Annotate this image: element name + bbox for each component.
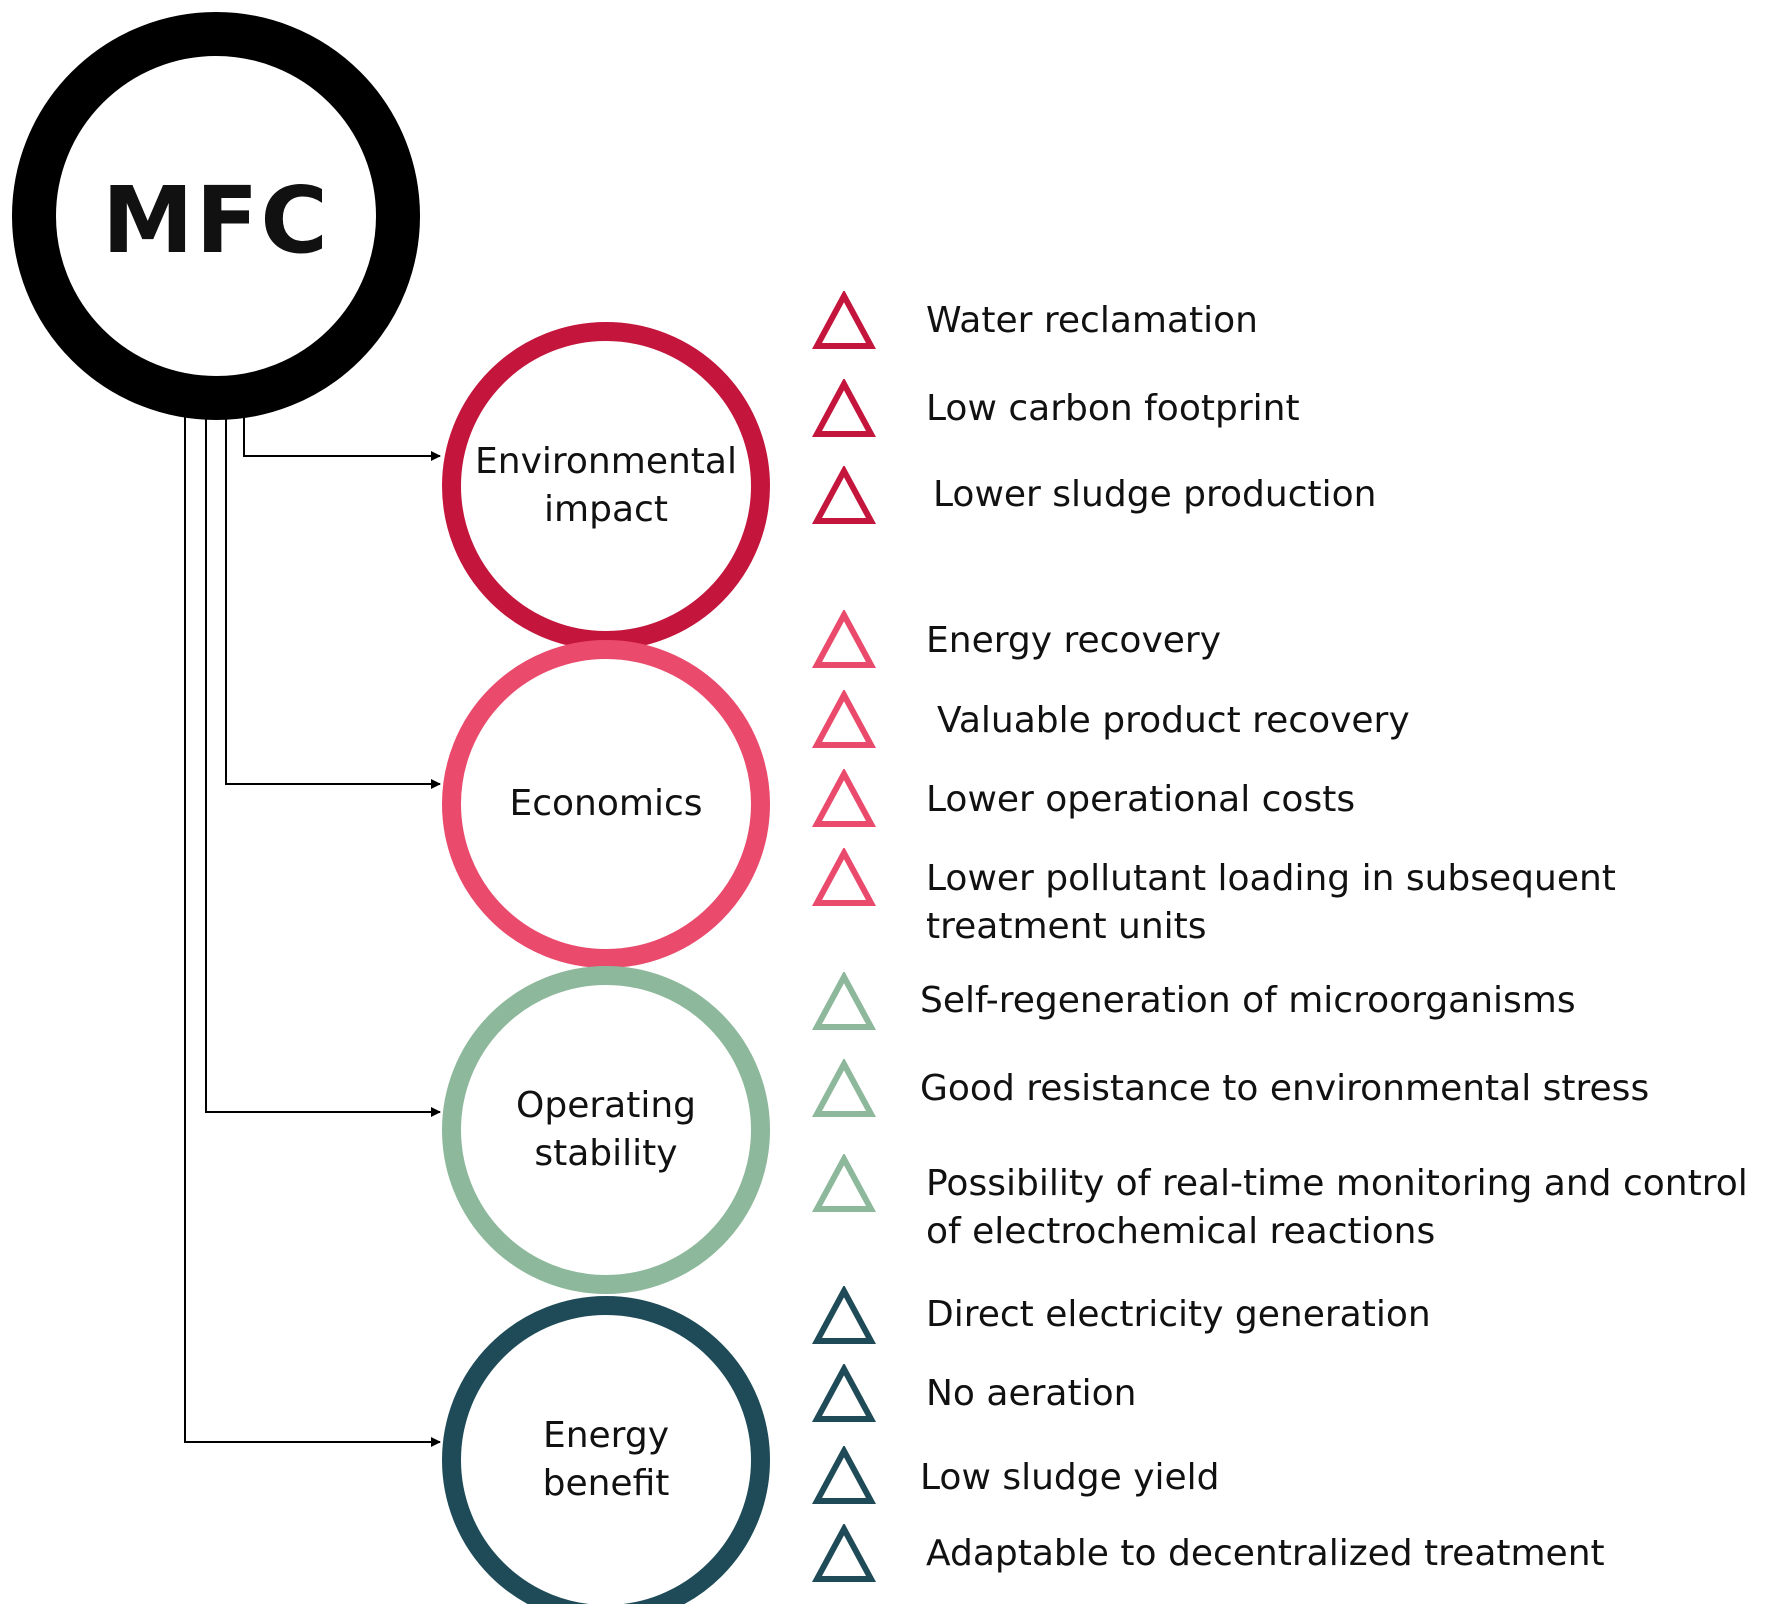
benefit-lower-sludge-production: Lower sludge production <box>933 474 1377 515</box>
triangle-outline-icon <box>812 690 876 748</box>
category-circle-economics: Economics <box>442 640 770 968</box>
triangle-outline-icon <box>812 379 876 437</box>
benefit-low-carbon-footprint: Low carbon footprint <box>926 388 1300 429</box>
benefit-lower-operational-costs: Lower operational costs <box>926 779 1356 820</box>
triangle-outline-icon <box>812 1154 876 1212</box>
category-circle-environmental-impact: Environmental impact <box>442 322 770 650</box>
benefit-energy-recovery: Energy recovery <box>926 620 1222 661</box>
benefit-adaptable-decentralized: Adaptable to decentralized treatment <box>926 1533 1605 1574</box>
mfc-hub-circle: MFC <box>12 12 420 420</box>
triangle-outline-icon <box>812 1524 876 1582</box>
benefit-direct-electricity: Direct electricity generation <box>926 1294 1431 1335</box>
category-label: Economics <box>509 783 703 824</box>
connector-economics <box>225 414 441 789</box>
category-circle-energy-benefit: Energy benefit <box>442 1296 770 1604</box>
benefit-no-aeration: No aeration <box>926 1373 1137 1414</box>
triangle-outline-icon <box>812 972 876 1030</box>
benefit-lower-pollutant-loading: Lower pollutant loading in subsequent tr… <box>926 858 1616 947</box>
triangle-outline-icon <box>812 848 876 906</box>
triangle-outline-icon <box>812 291 876 349</box>
benefit-low-sludge-yield: Low sludge yield <box>920 1457 1220 1498</box>
triangle-outline-icon <box>812 1446 876 1504</box>
benefit-resistance-environmental-stress: Good resistance to environmental stress <box>920 1068 1650 1109</box>
triangle-outline-icon <box>812 769 876 827</box>
benefit-valuable-product-recovery: Valuable product recovery <box>937 700 1410 741</box>
category-label: Energy benefit <box>542 1415 670 1504</box>
benefit-water-reclamation: Water reclamation <box>926 300 1258 341</box>
triangle-outline-icon <box>812 610 876 668</box>
triangle-outline-icon <box>812 1059 876 1117</box>
benefit-self-regeneration: Self-regeneration of microorganisms <box>920 980 1576 1021</box>
benefit-real-time-monitoring: Possibility of real-time monitoring and … <box>926 1163 1748 1252</box>
hub-label: MFC <box>102 166 330 274</box>
connector-operating <box>205 414 441 1117</box>
connector-energy <box>184 414 441 1447</box>
triangle-outline-icon <box>812 466 876 524</box>
connector-environmental <box>243 414 441 461</box>
category-circle-operating-stability: Operating stability <box>442 966 770 1294</box>
triangle-outline-icon <box>812 1286 876 1344</box>
category-label: Environmental impact <box>475 441 737 530</box>
category-label: Operating stability <box>516 1085 696 1174</box>
triangle-outline-icon <box>812 1364 876 1422</box>
